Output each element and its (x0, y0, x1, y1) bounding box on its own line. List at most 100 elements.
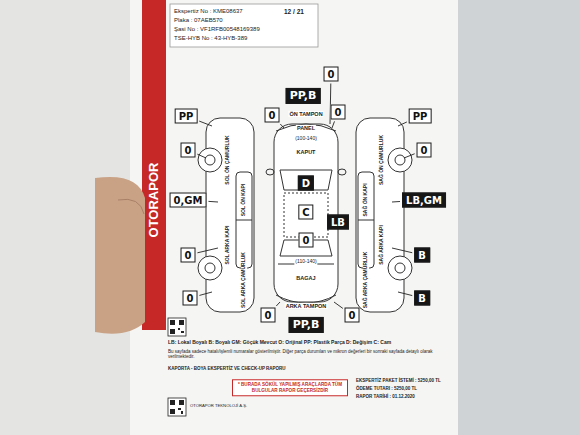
damage-code-box: PP (409, 109, 432, 124)
leader-line (276, 302, 280, 306)
damage-code: LB,GM (406, 195, 442, 206)
damage-code-box: 0 (299, 233, 314, 248)
damage-code-box: PP,B (286, 88, 321, 104)
leader-lines (197, 84, 414, 309)
damage-code: 0 (185, 250, 192, 261)
damage-code-box: 0 (181, 248, 196, 263)
header-field: Plaka : 07AEB570 (174, 17, 223, 24)
part-name: SAĞ ÖN KAPI (363, 182, 369, 217)
damage-code: PP (179, 111, 194, 122)
car-left-side (198, 118, 254, 312)
background (458, 0, 580, 435)
car-right-side (356, 118, 412, 312)
header-field: Ekspertiz No : KME08637 (174, 8, 243, 15)
leader-line (398, 122, 407, 126)
brand-band (142, 0, 166, 330)
hand (95, 177, 145, 334)
damage-code-box: PP (175, 109, 198, 124)
leader-line (334, 302, 343, 308)
header-field: TSE-HYB No : 43-HYB-389 (174, 35, 247, 42)
damage-code-box: 0 (417, 143, 432, 158)
damage-code: B (418, 293, 426, 304)
damage-code: LB (331, 217, 345, 228)
leader-line (392, 201, 400, 203)
damage-code-box: 0 (324, 67, 339, 82)
part-name: KAPUT (296, 149, 317, 155)
damage-code-box: 0,GM (170, 193, 207, 208)
warning-box: * BURADA SÖKÜL YAPILMIŞ ARAÇLARDA TÜM BU… (232, 379, 348, 396)
leader-line (197, 248, 218, 253)
date-field: RAPOR TARİHİ : 01.12.2020 (356, 394, 415, 399)
qr-code (168, 318, 186, 336)
part-name: SOL ÖN KAPI (241, 183, 247, 217)
part-name: BAGAJ (295, 275, 316, 281)
part-name: SAĞ ÖN ÇAMURLUK (379, 134, 385, 186)
thickness-range: (100-140) (294, 136, 318, 142)
damage-code: PP,B (290, 90, 317, 102)
part-name: SAĞ ARKA ÇAMURLUK (363, 251, 369, 310)
damage-code-box: B (414, 291, 430, 306)
price-field: EKSPERTİZ PAKET İSTEMİ : 5250,00 TL (356, 378, 441, 383)
price-field: ÖDEME TUTARI : 5250,00 TL (356, 386, 417, 391)
damage-code-box: 0 (265, 108, 280, 123)
leader-line (392, 248, 412, 253)
company-name: OTORAPOR TEKNOLOJİ A.Ş. (190, 404, 247, 409)
part-name: SOL ARKA KAPI (225, 225, 231, 266)
damage-code: 0,GM (174, 195, 203, 206)
note-text: Bu sayfada sadece hatalı/işlemli numaral… (168, 349, 450, 359)
header-field: Şasi No : VF1RFB00548169389 (174, 26, 260, 33)
leader-line (197, 154, 206, 158)
damage-code-box: PP,B (289, 317, 324, 333)
damage-code-box: C (298, 205, 313, 220)
header-box (170, 4, 318, 47)
damage-code-box: D (298, 176, 314, 191)
damage-code-box: 0 (181, 143, 196, 158)
car-top-view (266, 124, 346, 303)
leader-line (199, 292, 212, 295)
brand-name: OTORAPOR (147, 163, 162, 238)
damage-code: 0 (303, 235, 310, 246)
leader-line (332, 121, 334, 128)
code-key: LB: Lokal Boyalı B: Boyalı GM: Göçük Mev… (168, 340, 391, 346)
damage-code: 0 (265, 310, 272, 321)
leader-line (208, 201, 218, 203)
damage-code-box: 0 (261, 308, 276, 323)
damage-code: 0 (187, 293, 194, 304)
qr-code (168, 398, 186, 416)
hand (118, 199, 144, 214)
damage-code: 0 (185, 145, 192, 156)
damage-code: 0 (421, 145, 428, 156)
part-name: PANEL (296, 125, 316, 131)
damage-code: 0 (269, 110, 276, 121)
damage-code: D (302, 178, 310, 189)
leader-line (199, 121, 212, 126)
part-name: SAĞ ARKA KAPI (379, 224, 385, 266)
warning-text: * BURADA SÖKÜL YAPILMIŞ ARAÇLARDA TÜM BU… (236, 382, 344, 393)
leader-line (404, 154, 415, 158)
damage-code: PP,B (293, 319, 320, 331)
part-name: SOL ARKA ÇAMURLUK (241, 251, 247, 309)
part-name: ARKA TAMPON (285, 303, 328, 309)
damage-code-box: LB (327, 215, 349, 230)
damage-code: 0 (349, 310, 356, 321)
part-name: SOL ÖN ÇAMURLUK (225, 134, 231, 185)
damage-code: 0 (328, 69, 335, 80)
damage-code-box: 0 (331, 105, 346, 120)
leader-line (398, 292, 412, 296)
damage-code: PP (413, 111, 428, 122)
damage-code-box: 0 (345, 308, 360, 323)
damage-code: 0 (335, 107, 342, 118)
page-number: 12 / 21 (284, 8, 304, 15)
damage-code: B (418, 250, 426, 261)
damage-code: C (302, 207, 309, 218)
damage-code-box: LB,GM (402, 193, 446, 208)
thickness-range: (110-140) (294, 259, 317, 265)
damage-code-box: 0 (183, 291, 198, 306)
damage-code-box: B (414, 248, 430, 263)
part-name: ÖN TAMPON (288, 111, 323, 117)
leader-line (280, 124, 284, 128)
paper-sheet (130, 0, 458, 435)
report-name: KAPORTA - BOYA EKSPERTİZ VE CHECK-UP RAP… (168, 366, 286, 371)
